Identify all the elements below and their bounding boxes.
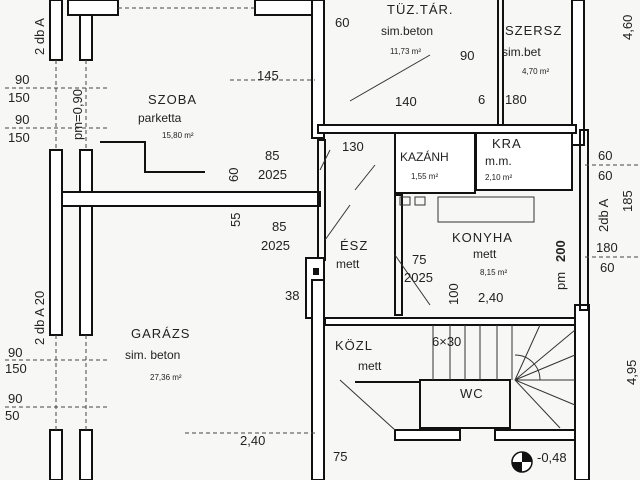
- pm-konyha: pm: [553, 272, 568, 290]
- dim-right-60b: 60: [598, 168, 612, 183]
- dim-left-90d: 90: [8, 391, 22, 406]
- stairs-label: 6×30: [432, 334, 461, 349]
- window-right-label: 2db A: [596, 198, 611, 232]
- dim-60-top: 60: [335, 15, 349, 30]
- kra-name: KRA: [492, 136, 522, 151]
- level-marker: -0,48: [511, 450, 567, 473]
- wc-name: WC: [460, 386, 484, 401]
- level-label: -0,48: [537, 450, 567, 465]
- szoba-floor: parketta: [138, 111, 182, 125]
- dim-left-90b: 90: [15, 112, 29, 127]
- dim-2025a: 2025: [258, 167, 287, 182]
- dim-200: 200: [553, 240, 568, 262]
- konyha-area: 8,15 m²: [480, 268, 507, 277]
- staircase: [432, 324, 576, 429]
- dim-left-50: 50: [5, 408, 19, 423]
- dim-right-60a: 60: [598, 148, 612, 163]
- pm-left-label: pm=0,90: [70, 89, 85, 140]
- dim-2025b: 2025: [261, 238, 290, 253]
- dim-left-90c: 90: [8, 345, 22, 360]
- dim-38: 38: [285, 288, 299, 303]
- szersz-name: SZERSZ: [505, 23, 562, 38]
- dim-240-garazs: 2,40: [240, 433, 265, 448]
- dim-180: 180: [505, 92, 527, 107]
- dim-85b: 85: [272, 219, 286, 234]
- dim-left-90a: 90: [15, 72, 29, 87]
- konyha-name: KONYHA: [452, 230, 513, 245]
- dim-185: 185: [620, 190, 635, 212]
- kazanh-area: 1,55 m²: [411, 172, 438, 181]
- dim-55: 55: [228, 213, 243, 227]
- dim-left-150c: 150: [5, 361, 27, 376]
- window-left-top-label: 2 db A: [32, 18, 47, 55]
- szoba-name: SZOBA: [148, 92, 197, 107]
- kra-area: 2,10 m²: [485, 173, 512, 182]
- dim-right-180: 180: [596, 240, 618, 255]
- window-left-bottom-label: 2 db A 20: [32, 291, 47, 345]
- door-swings: [319, 54, 431, 431]
- dim-240-konyha: 2,40: [478, 290, 503, 305]
- dim-2025-konyha: 2025: [404, 270, 433, 285]
- szersz-area: 4,70 m²: [522, 67, 549, 76]
- dim-left-150a: 150: [8, 90, 30, 105]
- dim-90: 90: [460, 48, 474, 63]
- dim-140: 140: [395, 94, 417, 109]
- tuz-tar-floor: sim.beton: [381, 24, 433, 38]
- dim-75-konyha: 75: [412, 252, 426, 267]
- kra-floor: m.m.: [485, 154, 512, 168]
- dim-6: 6: [478, 92, 485, 107]
- kozl-name: KÖZL: [335, 338, 373, 353]
- kozl-floor: mett: [358, 359, 382, 373]
- kazanh-name: KAZÁNH: [400, 149, 449, 164]
- szersz-floor: sim.bet: [502, 45, 541, 59]
- dim-460: 4,60: [620, 15, 635, 40]
- dim-left-150b: 150: [8, 130, 30, 145]
- dimension-labels: 60 90 180 6 140 145 85 2025 130 60 55 85…: [5, 15, 640, 464]
- dim-130: 130: [342, 139, 364, 154]
- dim-right-60c: 60: [600, 260, 614, 275]
- szoba-area: 15,80 m²: [162, 131, 194, 140]
- esz-name: ÉSZ: [340, 238, 368, 253]
- dim-100: 100: [446, 283, 461, 305]
- dim-75-bottom: 75: [333, 449, 347, 464]
- walls: [49, 0, 590, 480]
- garazs-name: GARÁZS: [131, 326, 190, 341]
- tuz-tar-area: 11,73 m²: [390, 47, 421, 56]
- garazs-floor: sim. beton: [125, 348, 180, 362]
- esz-floor: mett: [336, 257, 360, 271]
- konyha-floor: mett: [473, 247, 497, 261]
- dim-145: 145: [257, 68, 279, 83]
- dim-60-szoba: 60: [226, 168, 241, 182]
- dim-85a: 85: [265, 148, 279, 163]
- tuz-tar-name: TÜZ.TÁR.: [387, 2, 454, 17]
- dim-495: 4,95: [624, 360, 639, 385]
- garazs-area: 27,36 m²: [150, 373, 182, 382]
